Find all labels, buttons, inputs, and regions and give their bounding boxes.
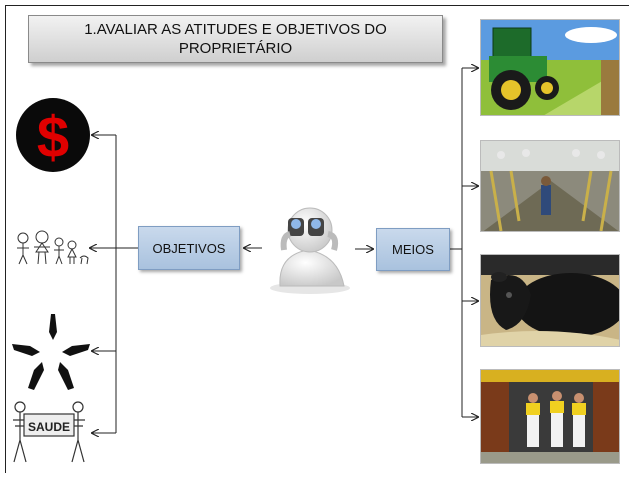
dollar-symbol: $	[37, 105, 69, 170]
dollar-icon: $	[16, 98, 90, 172]
slide-frame	[5, 5, 629, 473]
cow-photo	[480, 254, 620, 347]
slide-title: 1.AVALIAR AS ATITUDES E OBJETIVOS DO PRO…	[28, 15, 443, 63]
objetivos-node: OBJETIVOS	[138, 226, 240, 270]
meios-node: MEIOS	[376, 228, 450, 271]
binoculars-figure-icon	[270, 207, 350, 294]
family-drawing-icon	[17, 230, 89, 265]
milking-parlor-photo	[480, 140, 620, 232]
tractor-photo	[480, 19, 620, 116]
workers-photo	[480, 369, 620, 464]
saude-sign-text: SAUDE	[28, 420, 70, 434]
saude-skeletons-icon: SAUDE	[13, 401, 85, 463]
hands-star-icon	[12, 314, 90, 390]
